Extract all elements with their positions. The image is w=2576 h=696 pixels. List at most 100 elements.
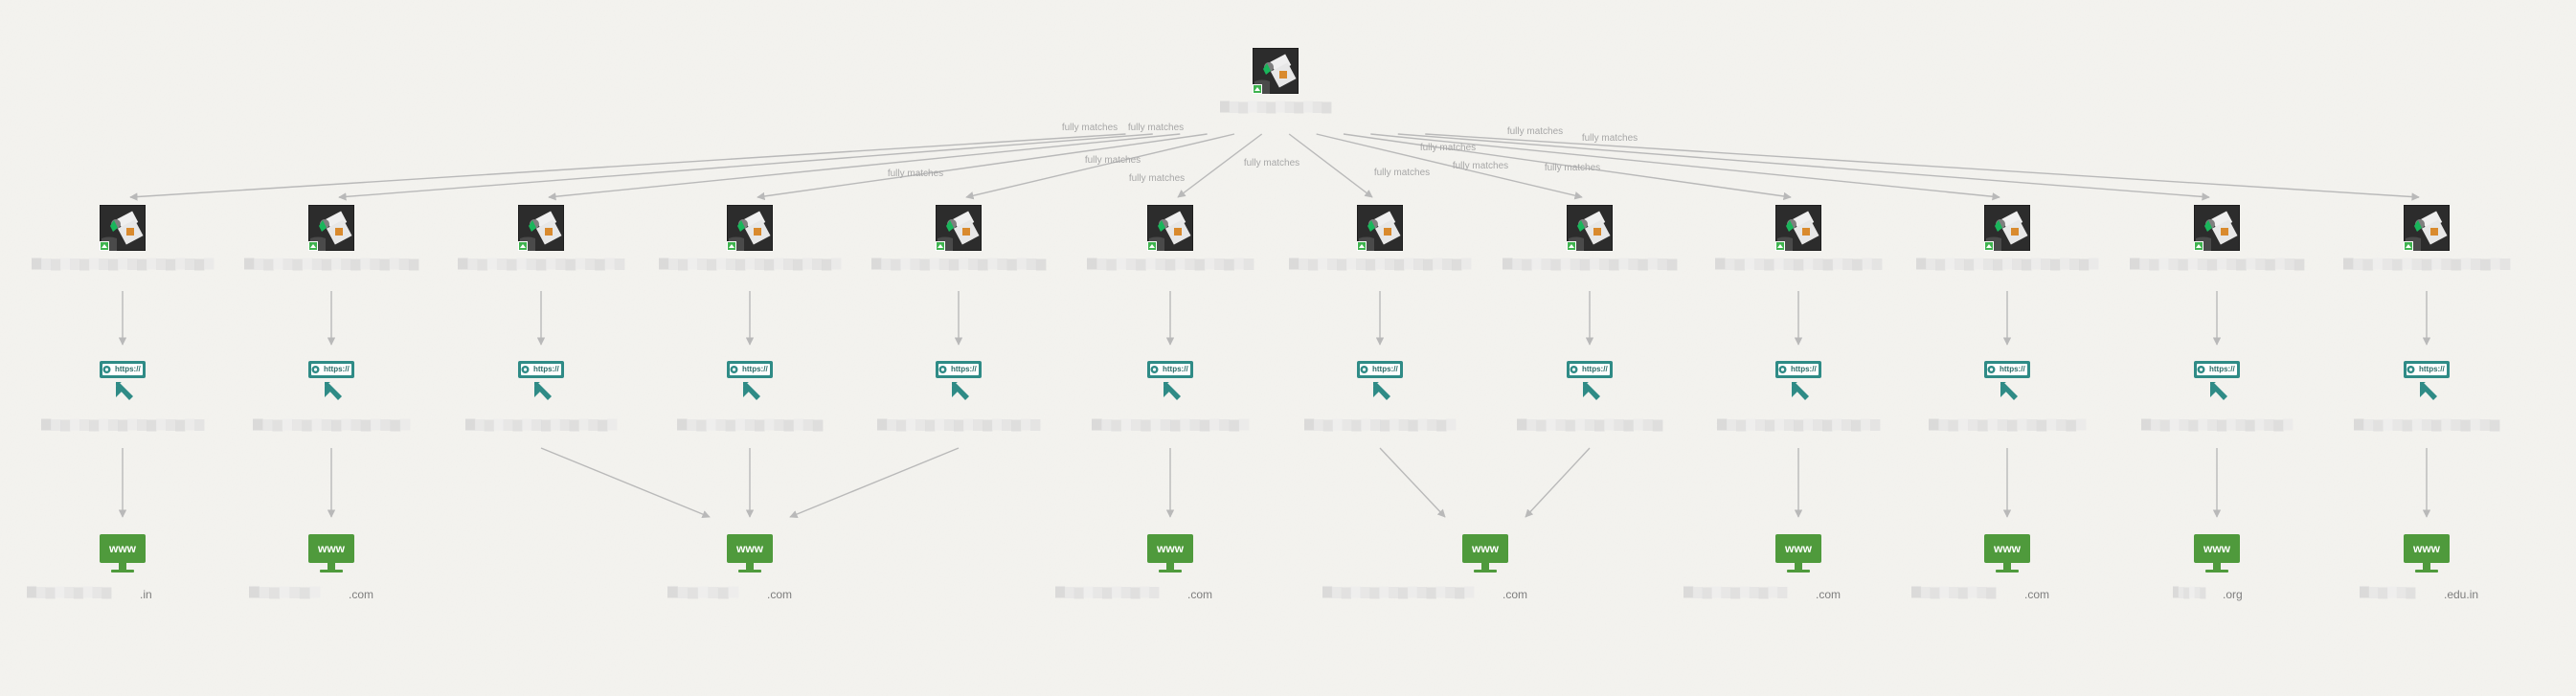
blurred-label-segment: [1445, 587, 1456, 598]
url-node-6[interactable]: https://: [1147, 361, 1193, 400]
blurred-label-segment: [755, 419, 765, 432]
image-node-2[interactable]: [308, 205, 354, 251]
image-node-1[interactable]: [100, 205, 146, 251]
image-blurred-label-7: [1289, 258, 1472, 271]
blurred-label-segment: [1647, 258, 1659, 270]
blurred-label-segment: [910, 258, 920, 270]
blurred-label-segment: [1623, 419, 1634, 432]
url-blurred-label-11: [2141, 418, 2294, 432]
image-node-4[interactable]: [727, 205, 773, 251]
edge-label-fully-matches: fully matches: [1420, 143, 1476, 153]
blurred-label-segment: [2194, 587, 2201, 598]
image-node-7[interactable]: [1357, 205, 1403, 251]
blurred-label-segment: [1794, 419, 1804, 432]
url-node-7[interactable]: https://: [1357, 361, 1403, 400]
domain-node-4[interactable]: www: [1147, 534, 1193, 573]
image-node-10[interactable]: [1984, 205, 2030, 251]
blurred-label-segment: [793, 258, 803, 271]
url-node-12[interactable]: https://: [2404, 361, 2450, 400]
blurred-label-segment: [2451, 258, 2462, 271]
domain-node-5[interactable]: www: [1462, 534, 1508, 573]
blurred-label-segment: [1327, 258, 1338, 270]
blurred-label-segment: [1219, 419, 1230, 431]
blurred-label-segment: [99, 418, 109, 431]
blurred-label-segment: [1002, 419, 1012, 431]
url-node-8[interactable]: https://: [1567, 361, 1613, 400]
blurred-label-segment: [793, 418, 804, 431]
blurred-label-segment: [1224, 258, 1234, 271]
blurred-label-segment: [1929, 418, 1939, 431]
image-blurred-label-4: [659, 258, 842, 271]
blurred-label-segment: [1935, 258, 1946, 271]
blurred-label-segment: [728, 586, 739, 598]
blurred-label-segment: [1442, 258, 1453, 270]
blurred-label-segment: [60, 258, 71, 270]
domain-node-9[interactable]: www: [2404, 534, 2450, 573]
edge-root-to-image-7: [1288, 133, 1373, 198]
blurred-label-segment: [2178, 258, 2189, 271]
blurred-label-segment: [1180, 418, 1190, 431]
url-node-1[interactable]: https://: [100, 361, 146, 400]
image-node-11[interactable]: [2194, 205, 2240, 251]
url-node-3[interactable]: https://: [518, 361, 564, 400]
blurred-label-segment: [812, 419, 824, 432]
blurred-label-segment: [1189, 419, 1201, 431]
domain-node-6[interactable]: www: [1775, 534, 1821, 573]
blurred-label-segment: [41, 258, 52, 270]
url-node-5[interactable]: https://: [936, 361, 982, 400]
domain-node-7[interactable]: www: [1984, 534, 2030, 573]
image-node-12[interactable]: [2404, 205, 2450, 251]
blurred-label-segment: [2373, 419, 2384, 432]
blurred-label-segment: [60, 419, 71, 432]
url-node-4[interactable]: https://: [727, 361, 773, 400]
blurred-label-segment: [2031, 258, 2042, 270]
blurred-label-segment: [1930, 587, 1940, 599]
blurred-label-segment: [1299, 258, 1309, 270]
image-node-6[interactable]: [1147, 205, 1193, 251]
blurred-label-segment: [1628, 258, 1638, 270]
blurred-label-segment: [389, 258, 400, 270]
blurred-label-segment: [2392, 258, 2403, 271]
image-node-5[interactable]: [936, 205, 982, 251]
blurred-label-segment: [516, 258, 528, 270]
image-node-9[interactable]: [1775, 205, 1821, 251]
blurred-label-segment: [1389, 587, 1399, 598]
blurred-label-segment: [194, 419, 205, 431]
blurred-label-segment: [978, 258, 988, 271]
image-node-8[interactable]: [1567, 205, 1613, 251]
blurred-label-segment: [1136, 258, 1146, 271]
domain-node-2[interactable]: www: [308, 534, 354, 573]
www-label: www: [735, 542, 764, 555]
blurred-label-segment: [2421, 258, 2432, 271]
blurred-label-segment: [1101, 419, 1112, 431]
domain-node-8[interactable]: www: [2194, 534, 2240, 573]
domain-node-3[interactable]: www: [727, 534, 773, 573]
blurred-label-segment: [1550, 258, 1562, 271]
blurred-label-segment: [2207, 419, 2218, 431]
blurred-label-segment: [959, 258, 969, 270]
blurred-label-segment: [1426, 587, 1436, 599]
image-node-3[interactable]: [518, 205, 564, 251]
blurred-label-segment: [79, 258, 90, 271]
url-blurred-label-12: [2354, 418, 2500, 432]
blurred-label-segment: [1026, 258, 1037, 270]
edge-label-fully-matches: fully matches: [1545, 163, 1600, 173]
blurred-label-segment: [1332, 418, 1343, 431]
www-label: www: [1993, 542, 2022, 555]
blurred-label-segment: [399, 418, 411, 431]
blurred-label-segment: [1565, 419, 1576, 432]
blurred-label-segment: [2198, 418, 2208, 431]
url-node-2[interactable]: https://: [308, 361, 354, 400]
blurred-label-segment: [2353, 258, 2363, 270]
root-image-node[interactable]: [1253, 48, 1299, 94]
url-node-9[interactable]: https://: [1775, 361, 1821, 400]
edge-label-fully-matches: fully matches: [888, 168, 943, 179]
blurred-label-segment: [1692, 587, 1704, 598]
url-node-11[interactable]: https://: [2194, 361, 2240, 400]
blurred-label-segment: [2056, 419, 2067, 431]
domain-node-1[interactable]: www: [100, 534, 146, 573]
blurred-label-segment: [2382, 258, 2393, 270]
url-node-10[interactable]: https://: [1984, 361, 2030, 400]
url-blurred-label-7: [1304, 418, 1457, 432]
